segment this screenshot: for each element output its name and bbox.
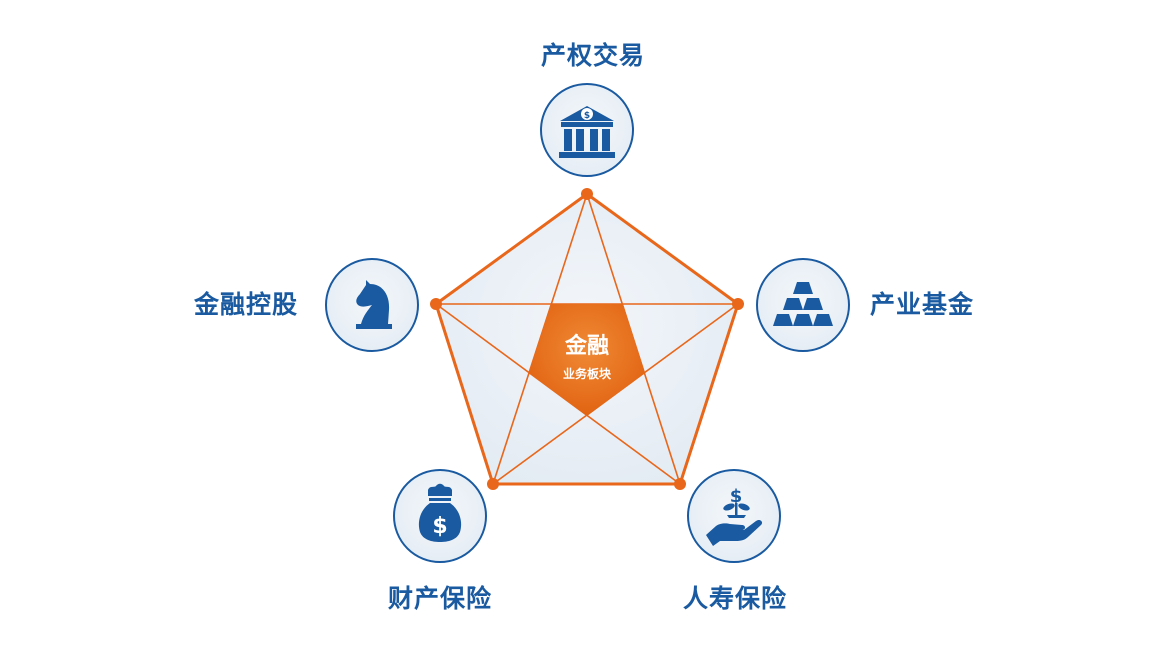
vertex-dot xyxy=(732,298,744,310)
node-label-financial-holdings: 金融控股 xyxy=(194,290,299,319)
node-label-property-insurance: 财产保险 xyxy=(388,584,493,613)
node-financial-holdings[interactable] xyxy=(325,258,419,352)
node-property-rights-trading[interactable]: $ xyxy=(540,83,634,177)
node-label-life-insurance: 人寿保险 xyxy=(683,584,788,613)
vertex-dot xyxy=(581,188,593,200)
center-pentagon xyxy=(529,304,645,416)
hand-plant-dollar-icon: $ xyxy=(706,486,763,546)
bank-icon: $ xyxy=(559,106,615,158)
chess-knight-icon xyxy=(356,280,392,329)
center-subtitle: 业务板块 xyxy=(563,366,612,381)
node-label-property-rights-trading: 产权交易 xyxy=(541,41,646,70)
node-label-industry-fund: 产业基金 xyxy=(870,290,975,319)
center-title: 金融 xyxy=(564,333,609,359)
pentagon-frame xyxy=(430,188,744,490)
vertex-dot xyxy=(430,298,442,310)
gold-bars-icon xyxy=(773,282,833,326)
node-life-insurance[interactable]: $ xyxy=(687,469,781,563)
node-property-insurance[interactable]: $ xyxy=(393,469,487,563)
svg-text:$: $ xyxy=(730,486,743,507)
svg-text:$: $ xyxy=(584,111,590,121)
money-bag-icon: $ xyxy=(418,483,462,542)
node-industry-fund[interactable] xyxy=(756,258,850,352)
vertex-dot xyxy=(487,478,499,490)
svg-text:$: $ xyxy=(432,514,447,539)
vertex-dot xyxy=(674,478,686,490)
